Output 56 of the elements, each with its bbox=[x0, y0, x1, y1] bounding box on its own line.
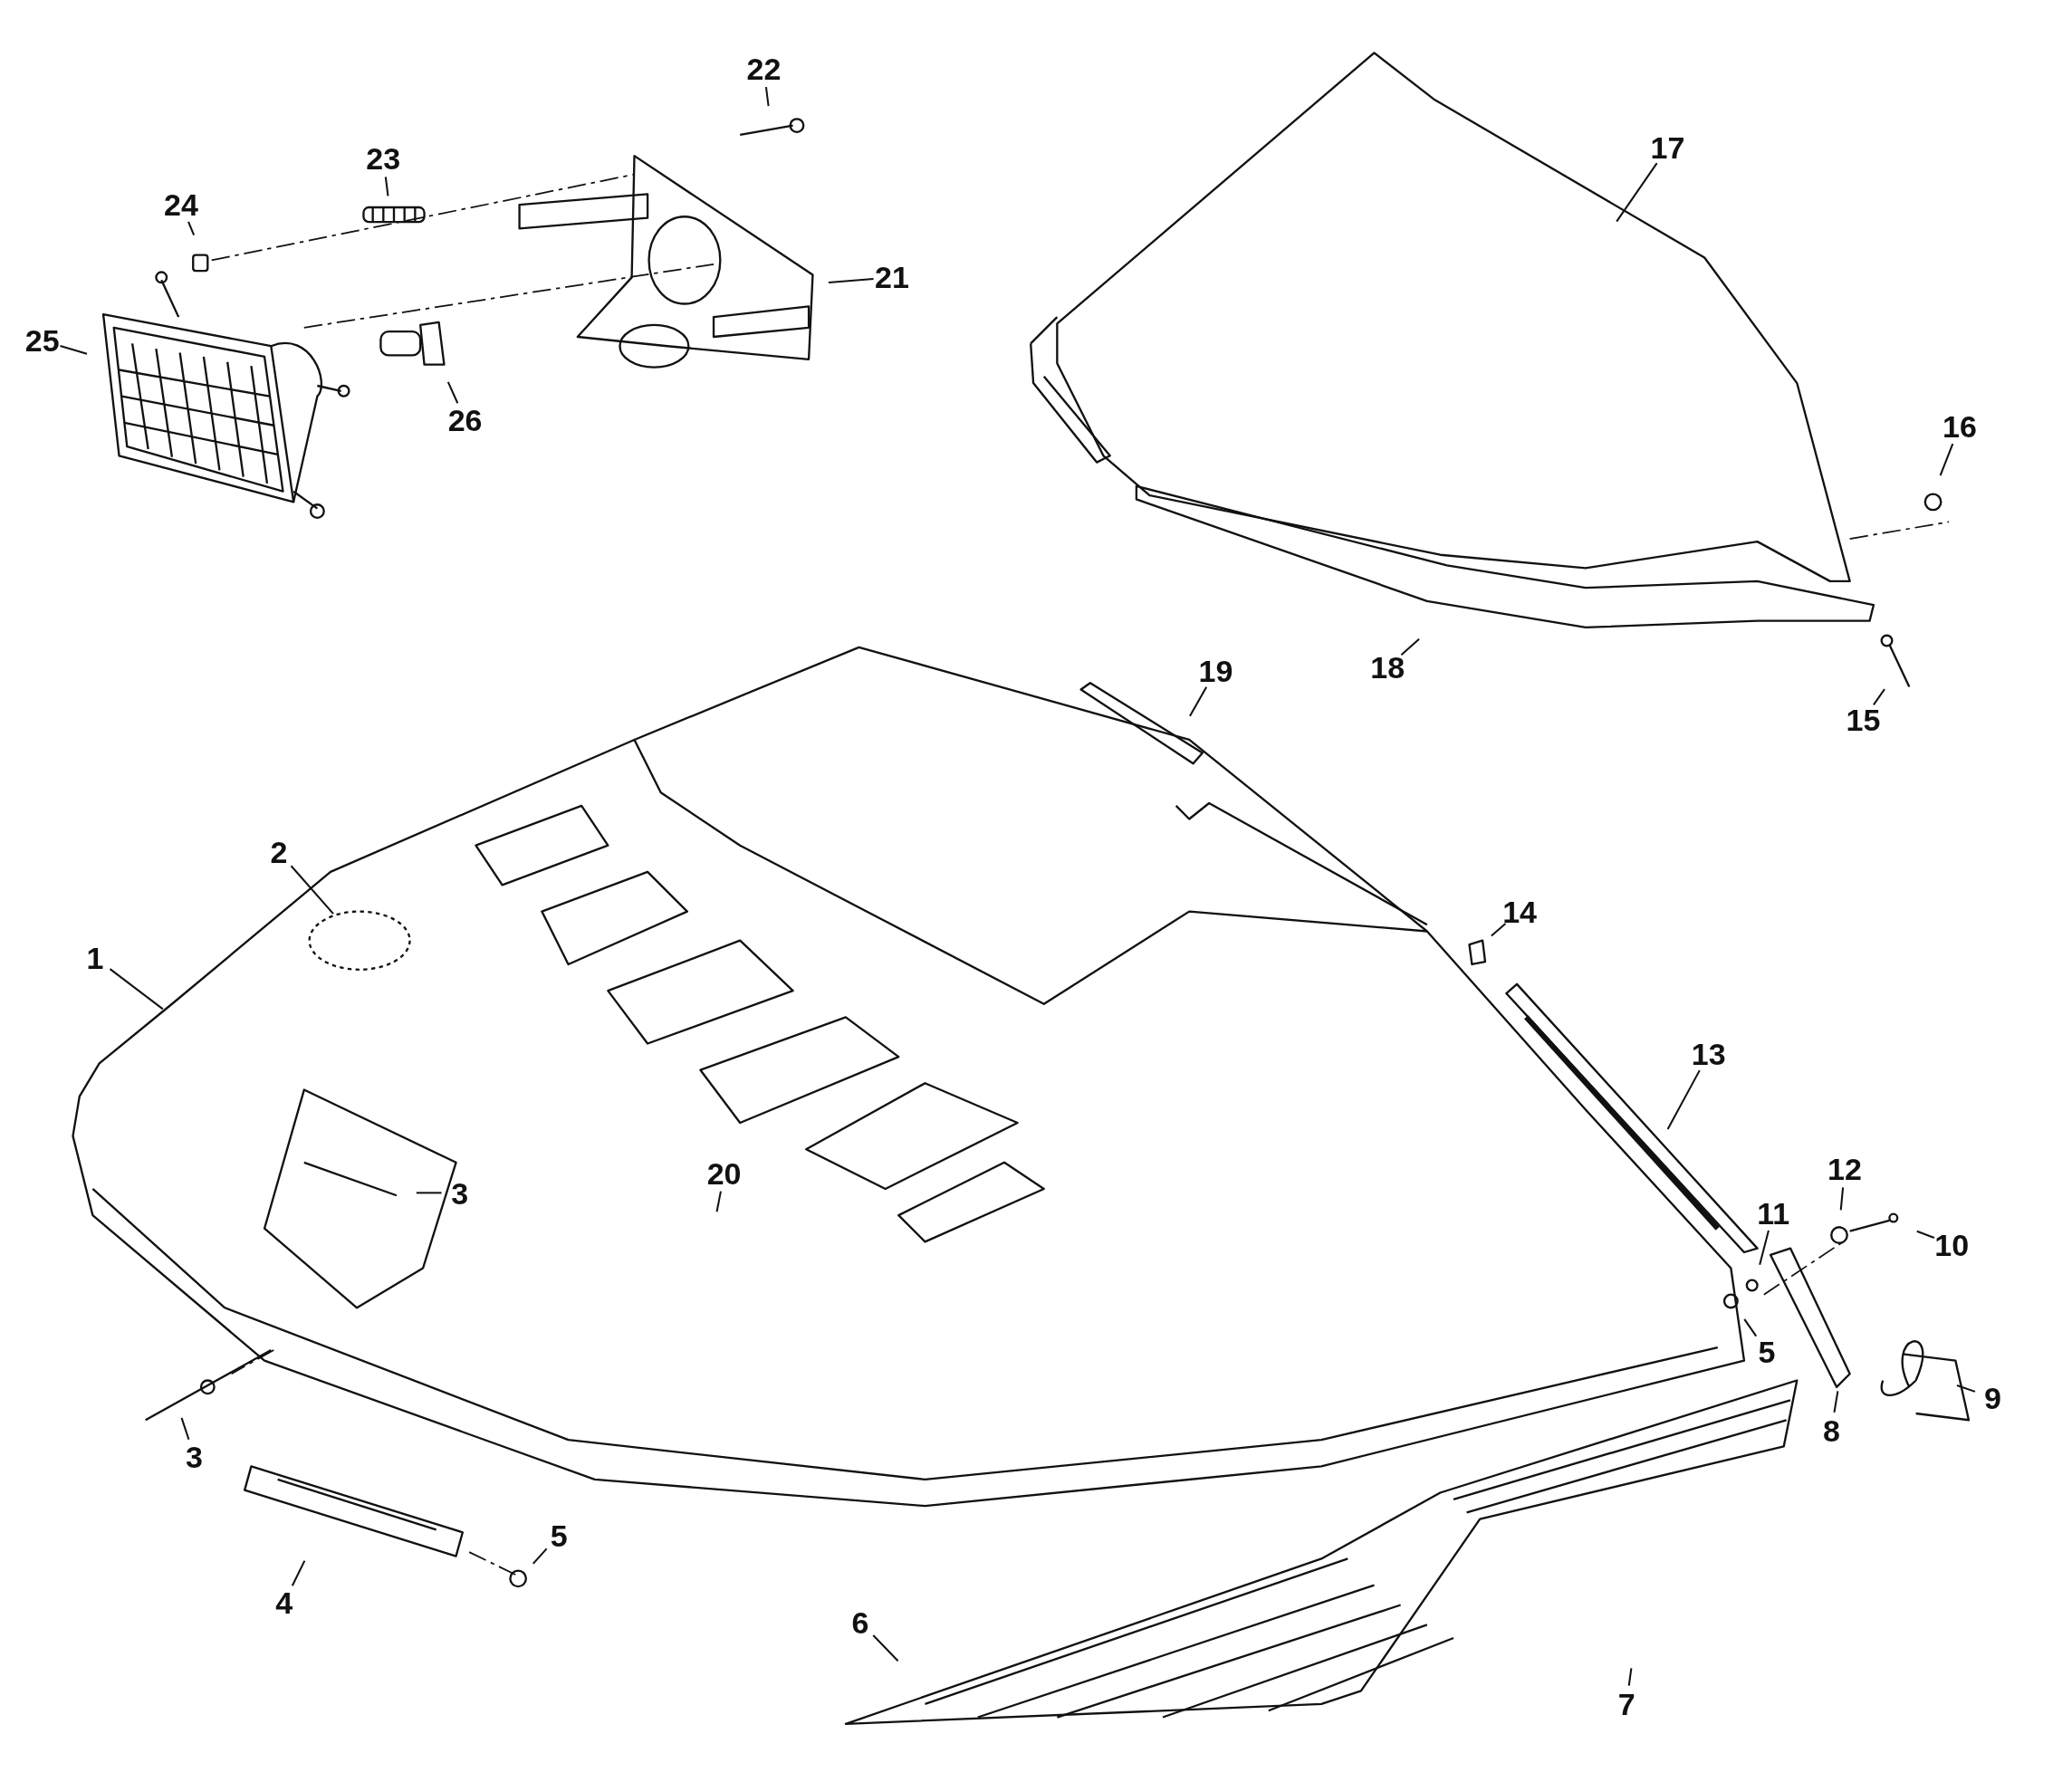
callout-number: 11 bbox=[1755, 1197, 1792, 1229]
leader-line bbox=[60, 345, 88, 355]
leader-line bbox=[180, 1417, 190, 1441]
leader-line bbox=[715, 1191, 722, 1212]
callout-number: 7 bbox=[1616, 1689, 1637, 1720]
leader-line bbox=[1400, 638, 1420, 656]
callout-number: 5 bbox=[548, 1519, 570, 1551]
leader-line bbox=[416, 1192, 442, 1194]
leader-line bbox=[828, 277, 874, 283]
leader-line bbox=[1839, 1187, 1845, 1211]
callout-number: 22 bbox=[744, 53, 783, 84]
leader-line bbox=[1491, 923, 1507, 937]
leader-line bbox=[1873, 688, 1885, 705]
leader-line bbox=[1956, 1384, 1976, 1393]
callout-number: 17 bbox=[1648, 132, 1687, 164]
callout-number: 18 bbox=[1368, 651, 1407, 683]
leader-line bbox=[1916, 1230, 1935, 1239]
leader-line bbox=[532, 1547, 548, 1565]
leader-line bbox=[1833, 1391, 1839, 1413]
leader-line bbox=[1616, 162, 1658, 223]
callout-number: 3 bbox=[184, 1442, 205, 1473]
callout-number: 24 bbox=[162, 189, 200, 221]
callout-number: 3 bbox=[449, 1177, 471, 1209]
callout-number: 14 bbox=[1501, 896, 1539, 927]
callout-number: 15 bbox=[1844, 704, 1883, 736]
callout-number: 19 bbox=[1196, 656, 1235, 687]
callout-number: 4 bbox=[273, 1587, 295, 1618]
leader-line bbox=[109, 968, 164, 1011]
callout-number: 6 bbox=[849, 1606, 871, 1638]
leader-line bbox=[1666, 1069, 1701, 1130]
leader-line bbox=[384, 177, 389, 196]
callout-number: 8 bbox=[1820, 1415, 1842, 1447]
leader-line bbox=[1627, 1668, 1633, 1686]
callout-number: 23 bbox=[364, 143, 403, 175]
callout-number: 10 bbox=[1933, 1229, 1971, 1260]
callout-number: 25 bbox=[23, 325, 62, 357]
leader-line bbox=[446, 381, 459, 404]
callout-number: 9 bbox=[1982, 1382, 2003, 1413]
callout-number: 16 bbox=[1941, 411, 1979, 443]
callout-number: 13 bbox=[1689, 1039, 1728, 1070]
leader-line bbox=[291, 1560, 306, 1586]
leader-line bbox=[1743, 1318, 1758, 1337]
leader-line bbox=[187, 221, 196, 235]
leader-line bbox=[764, 87, 770, 107]
callout-number: 21 bbox=[873, 262, 911, 293]
leader-line bbox=[1759, 1230, 1770, 1266]
leader-line bbox=[290, 865, 334, 915]
leader-line bbox=[872, 1634, 899, 1662]
callout-number: 1 bbox=[84, 942, 106, 973]
callout-number: 26 bbox=[446, 405, 484, 436]
callout-number: 5 bbox=[1756, 1336, 1778, 1367]
callout-number: 12 bbox=[1826, 1154, 1864, 1185]
leader-line bbox=[1189, 686, 1208, 717]
callout-number: 2 bbox=[268, 837, 290, 868]
leader-line bbox=[1939, 443, 1954, 476]
callout-number: 20 bbox=[705, 1157, 743, 1189]
